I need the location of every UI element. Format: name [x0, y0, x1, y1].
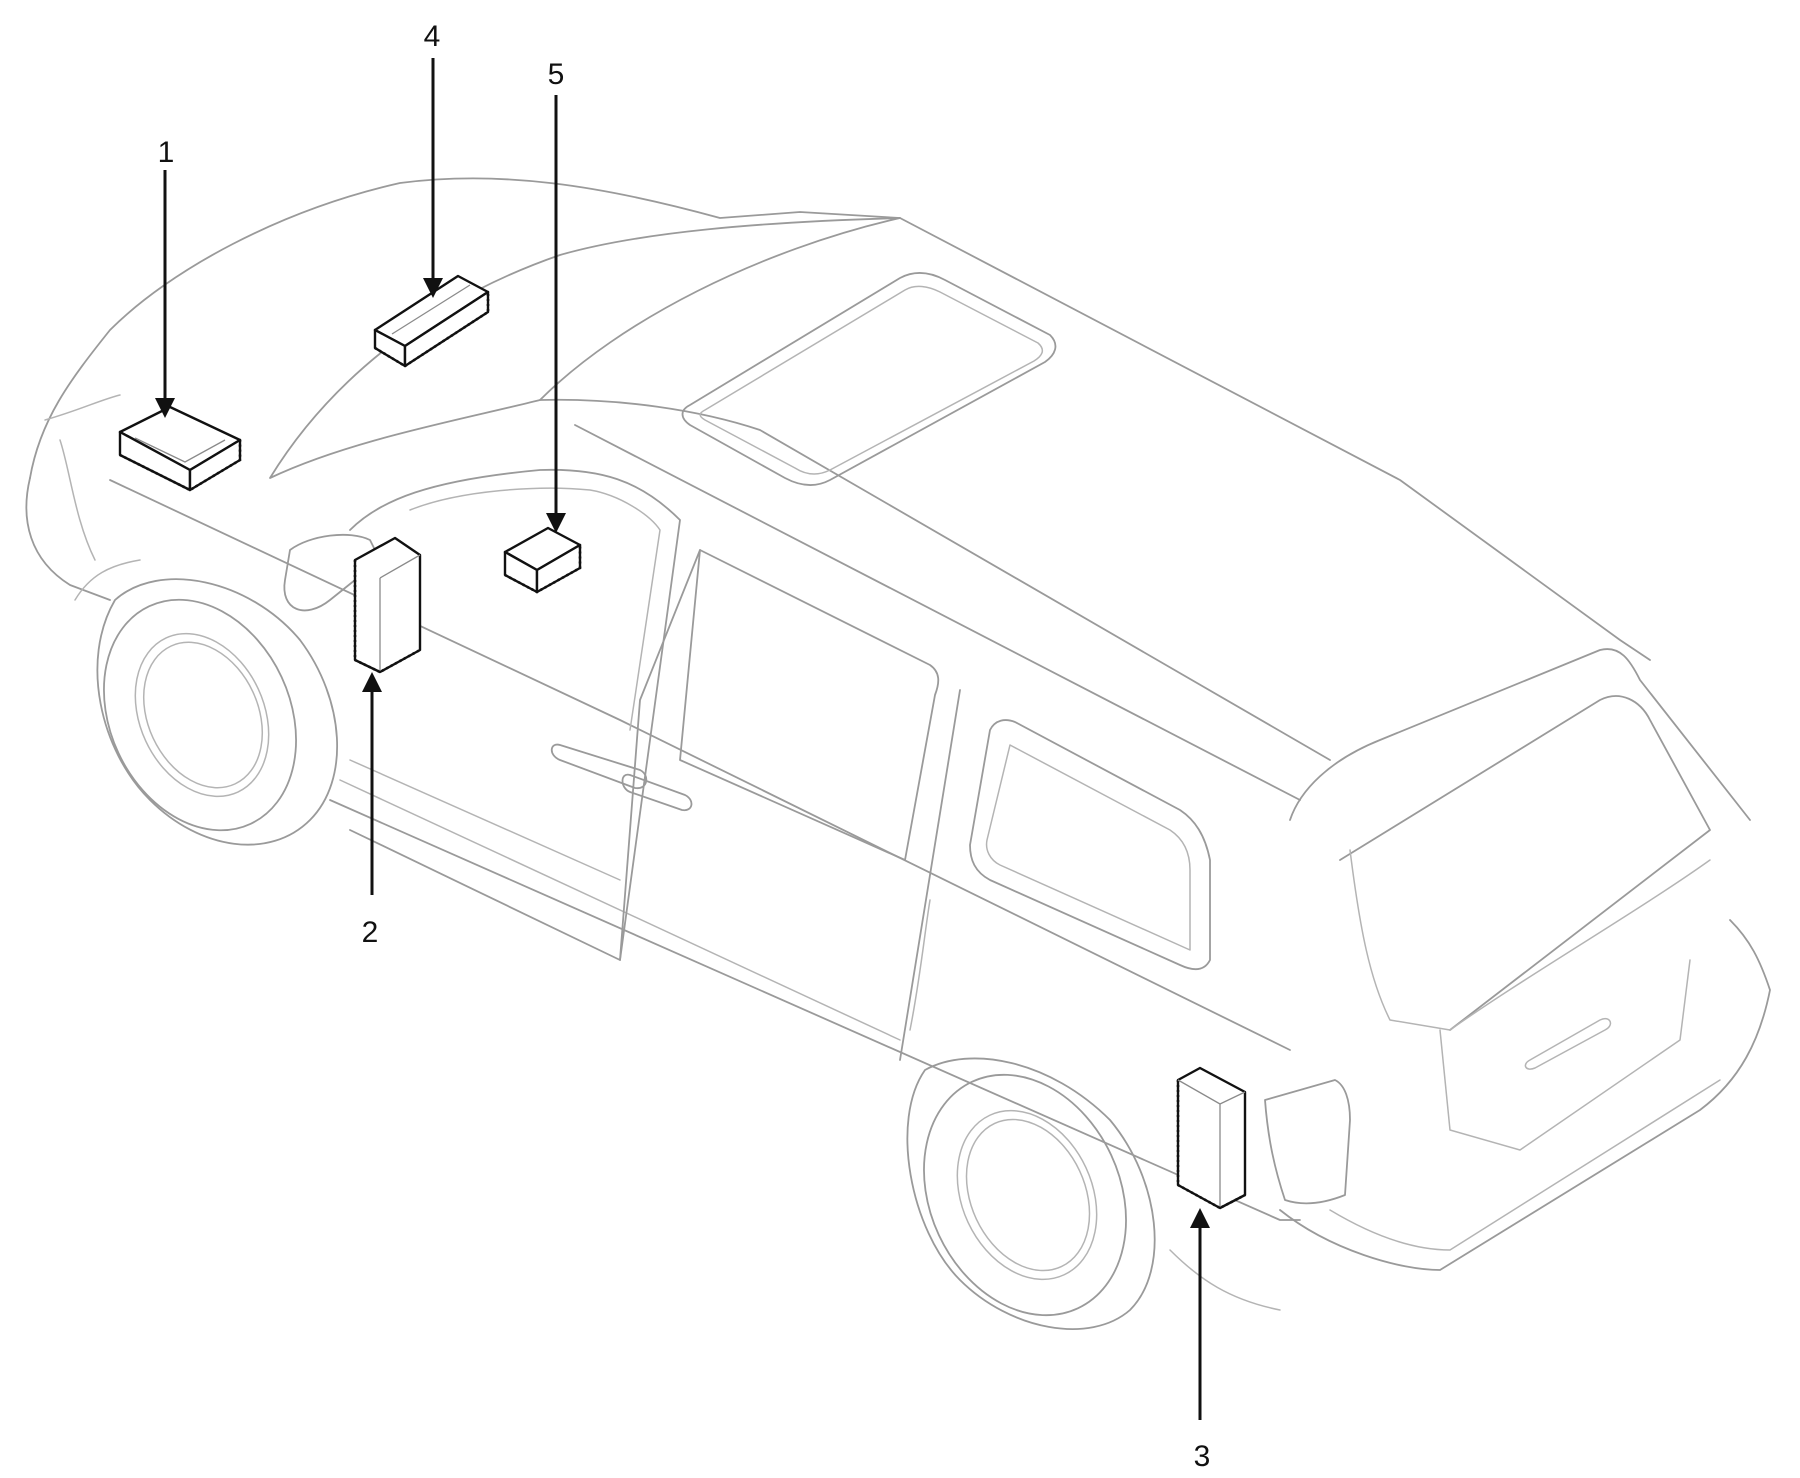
- sunroof-inner: [699, 285, 1044, 475]
- sunroof-outer: [681, 272, 1057, 486]
- module-3: [1176, 1066, 1247, 1210]
- front-door-handle: [550, 743, 648, 789]
- leader-2: [362, 672, 382, 895]
- module-1: [118, 405, 242, 492]
- leader-5: [546, 95, 566, 533]
- rear-bumper: [1279, 919, 1771, 1271]
- front-door: [349, 468, 681, 961]
- hood-outline: [29, 177, 901, 479]
- body-side-top: [109, 479, 1291, 1051]
- callout-2: 2: [362, 916, 379, 949]
- sliding-door-window: [679, 549, 940, 861]
- leader-4: [423, 58, 443, 298]
- sliding-door-handle: [621, 773, 693, 812]
- leader-1: [155, 170, 175, 418]
- module-5: [503, 526, 582, 594]
- leader-3: [1190, 1208, 1210, 1420]
- front-wheel: [74, 559, 339, 846]
- module-4: [373, 274, 490, 368]
- callout-4: 4: [424, 20, 441, 53]
- vehicle-outline: [25, 177, 1771, 1330]
- callout-5: 5: [548, 58, 565, 91]
- rear-wheel: [906, 1057, 1281, 1330]
- module-2: [353, 536, 422, 674]
- taillight: [1264, 1079, 1351, 1205]
- roof-outline: [899, 217, 1651, 661]
- callout-3: 3: [1194, 1440, 1211, 1473]
- rear-quarter-window: [969, 719, 1211, 971]
- callout-1: 1: [158, 136, 175, 169]
- rear-hatch: [1289, 648, 1751, 821]
- front-bumper: [25, 477, 111, 601]
- rear-plate-recess: [1524, 1018, 1612, 1070]
- windshield: [269, 217, 901, 479]
